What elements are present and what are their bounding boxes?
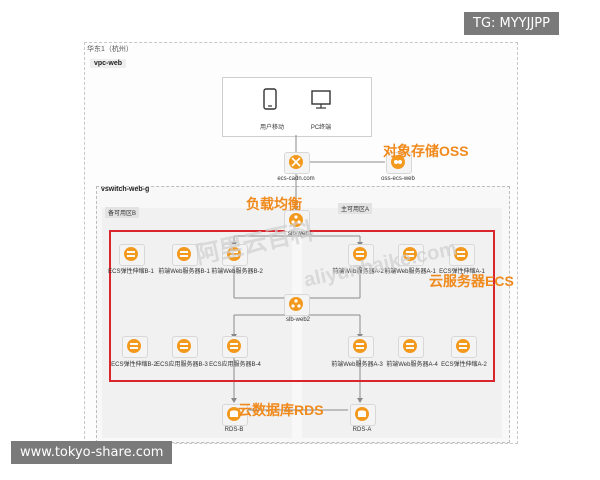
oss-annotation: 对象存储OSS xyxy=(383,143,469,159)
app-b3-node xyxy=(169,334,199,358)
database-icon xyxy=(355,407,369,421)
ecs-b1-label: ECS弹性伸缩B-1 xyxy=(108,269,154,275)
vpc-label: vpc-web xyxy=(90,59,127,68)
client-devices-box xyxy=(222,77,372,137)
app-b4-node xyxy=(219,334,249,358)
ecs-b2-node xyxy=(119,334,149,358)
server-icon xyxy=(124,247,138,261)
bottom-tag: www.tokyo-share.com xyxy=(11,441,173,464)
cdn-node xyxy=(281,150,311,174)
web-b2-label: 前端Web服务器B-2 xyxy=(211,269,263,275)
server-icon xyxy=(403,339,417,353)
server-icon xyxy=(177,247,191,261)
ecs-a2-node xyxy=(448,334,478,358)
ecs-a1-node xyxy=(446,242,476,266)
ecs-b2-label: ECS弹性伸缩B-2 xyxy=(111,362,157,368)
rds-annotation: 云数据库RDS xyxy=(238,402,324,418)
server-icon xyxy=(353,247,367,261)
oss-icon xyxy=(391,155,405,169)
zone-a-label: 主可用区A xyxy=(338,203,373,214)
web-a3-node xyxy=(345,334,375,358)
rds-b-label: RDS-B xyxy=(224,427,244,433)
slb2-label: slb-web2 xyxy=(285,317,311,323)
ecs-b1-node xyxy=(116,242,146,266)
load-balancer-icon xyxy=(289,297,303,311)
mobile-device-icon xyxy=(262,88,278,115)
server-icon xyxy=(403,247,417,261)
app-b4-label: ECS应用服务器B-4 xyxy=(209,362,261,368)
cdn-label: ecs-cadn.com xyxy=(277,176,315,182)
web-b1-label: 前端Web服务器B-1 xyxy=(158,269,210,275)
server-icon xyxy=(227,247,241,261)
zone-b-label: 备可用区B xyxy=(105,207,140,218)
server-icon xyxy=(127,339,141,353)
slb2-node xyxy=(281,292,311,316)
region-label: 华东1（杭州） xyxy=(87,46,133,53)
rds-a-node xyxy=(347,402,377,426)
slb1-node xyxy=(281,208,311,232)
cdn-icon xyxy=(289,155,303,169)
load-balancer-icon xyxy=(289,213,303,227)
app-b3-label: ECS应用服务器B-3 xyxy=(156,362,208,368)
server-icon xyxy=(177,339,191,353)
top-tag: TG: MYYJJPP xyxy=(464,12,559,35)
server-icon xyxy=(227,339,241,353)
mobile-device-label: 用户移动 xyxy=(259,125,285,131)
oss-label: oss-ecs-web xyxy=(381,176,415,182)
ecs-a2-label: ECS弹性伸缩A-2 xyxy=(441,362,487,368)
ecs-annotation: 云服务器ECS xyxy=(429,273,514,289)
web-a3-label: 前端Web服务器A-3 xyxy=(331,362,383,368)
web-a4-label: 前端Web服务器A-4 xyxy=(386,362,438,368)
web-a2-node xyxy=(345,242,375,266)
server-icon xyxy=(353,339,367,353)
web-a1-node xyxy=(395,242,425,266)
web-a1-label: 前端Web服务器A-1 xyxy=(384,269,436,275)
web-a4-node xyxy=(395,334,425,358)
web-b2-node xyxy=(219,242,249,266)
vswitch-label: vswitch-web-g xyxy=(101,186,150,193)
server-icon xyxy=(456,339,470,353)
web-b1-node xyxy=(169,242,199,266)
server-icon xyxy=(454,247,468,261)
rds-a-label: RDS-A xyxy=(352,427,372,433)
slb-annotation: 负载均衡 xyxy=(246,196,302,212)
ecs-a1-label: ECS弹性伸缩A-1 xyxy=(439,269,485,275)
web-a2-label: 前端Web服务器A-2 xyxy=(332,269,384,275)
oss-node xyxy=(383,150,413,174)
pc-terminal-icon xyxy=(310,90,332,115)
database-icon xyxy=(227,407,241,421)
rds-b-node xyxy=(219,402,249,426)
slb1-label: slb-web1 xyxy=(287,231,313,237)
pc-terminal-label: PC终端 xyxy=(310,125,332,131)
